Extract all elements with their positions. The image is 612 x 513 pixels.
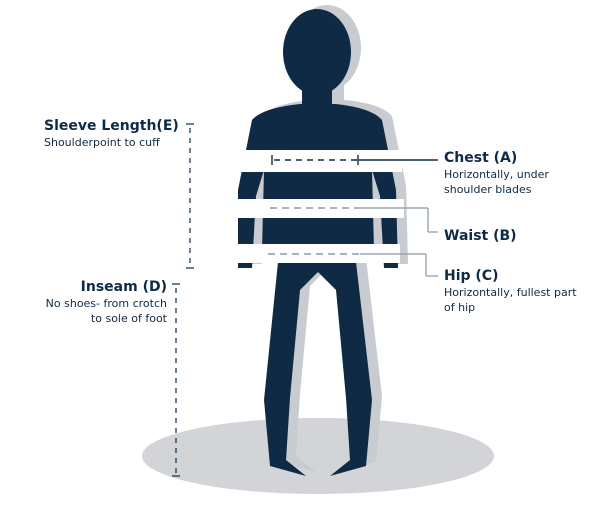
waist-title: Waist (B) xyxy=(444,228,517,245)
waist-label-group: Waist (B) xyxy=(444,228,517,245)
chest-band xyxy=(232,150,402,172)
sleeve-desc: Shoulderpoint to cuff xyxy=(44,135,179,150)
chest-title: Chest (A) xyxy=(444,150,549,167)
hip-label-group: Hip (C) Horizontally, fullest part of hi… xyxy=(444,268,577,315)
inseam-desc-line-2: to sole of foot xyxy=(46,311,167,326)
chest-desc-line-1: Horizontally, under xyxy=(444,167,549,182)
hip-desc-line-2: of hip xyxy=(444,300,577,315)
inseam-desc-line-1: No shoes- from crotch xyxy=(46,296,167,311)
hip-title: Hip (C) xyxy=(444,268,577,285)
sleeve-title: Sleeve Length(E) xyxy=(44,118,179,135)
chest-desc-line-2: shoulder blades xyxy=(444,182,549,197)
inseam-title: Inseam (D) xyxy=(46,279,167,296)
hip-desc-line-1: Horizontally, fullest part xyxy=(444,285,577,300)
inseam-label-group: Inseam (D) No shoes- from crotch to sole… xyxy=(46,279,167,326)
sleeve-label-group: Sleeve Length(E) Shoulderpoint to cuff xyxy=(44,118,179,150)
floor-shadow xyxy=(142,418,494,494)
chest-label-group: Chest (A) Horizontally, under shoulder b… xyxy=(444,150,549,197)
sleeve-measure-line xyxy=(186,124,194,268)
